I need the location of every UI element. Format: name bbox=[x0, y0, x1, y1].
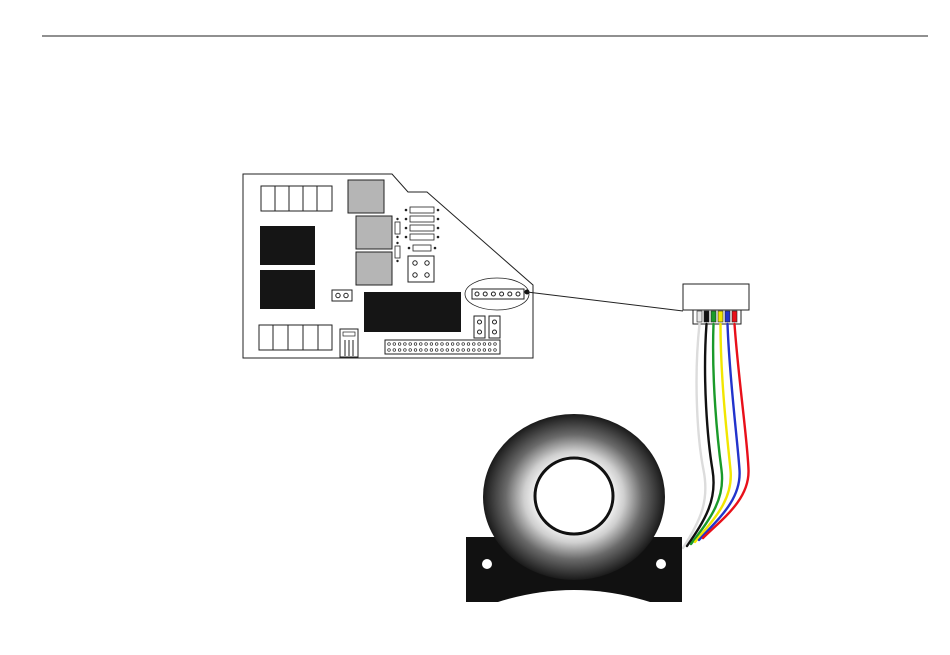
ct-mounting-hole-left bbox=[482, 559, 492, 569]
four-pin-component bbox=[408, 256, 434, 282]
terminal-block-top bbox=[261, 186, 332, 211]
current-transformer bbox=[466, 414, 682, 602]
pin-header-long bbox=[385, 340, 500, 354]
ct-center-aperture bbox=[535, 458, 613, 534]
header-connector-small bbox=[340, 329, 358, 357]
wire-terminal-green bbox=[711, 311, 716, 322]
jumper-2x2-left bbox=[474, 316, 485, 338]
transformer-1 bbox=[348, 180, 384, 213]
leader-line bbox=[527, 292, 683, 311]
wire-terminal-black bbox=[704, 311, 709, 322]
ic-chip bbox=[364, 292, 461, 332]
jumper-2pin bbox=[332, 290, 352, 301]
pcb-board bbox=[243, 174, 533, 358]
jumper-2x2-right bbox=[489, 316, 500, 338]
ct-mounting-hole-right bbox=[656, 559, 666, 569]
relay-top bbox=[260, 226, 315, 265]
wire-white bbox=[683, 324, 705, 548]
wire-terminal-white bbox=[697, 311, 702, 322]
wire-terminal-blue bbox=[725, 311, 730, 322]
relay-bottom bbox=[260, 270, 315, 309]
transformer-3 bbox=[356, 252, 392, 285]
terminal-block-bottom bbox=[259, 325, 332, 350]
wire-terminal-red bbox=[732, 311, 737, 322]
cable-connector bbox=[683, 284, 749, 324]
transformer-2 bbox=[356, 216, 392, 249]
wire-terminal-yellow bbox=[718, 311, 723, 322]
wire-bundle bbox=[683, 324, 749, 548]
